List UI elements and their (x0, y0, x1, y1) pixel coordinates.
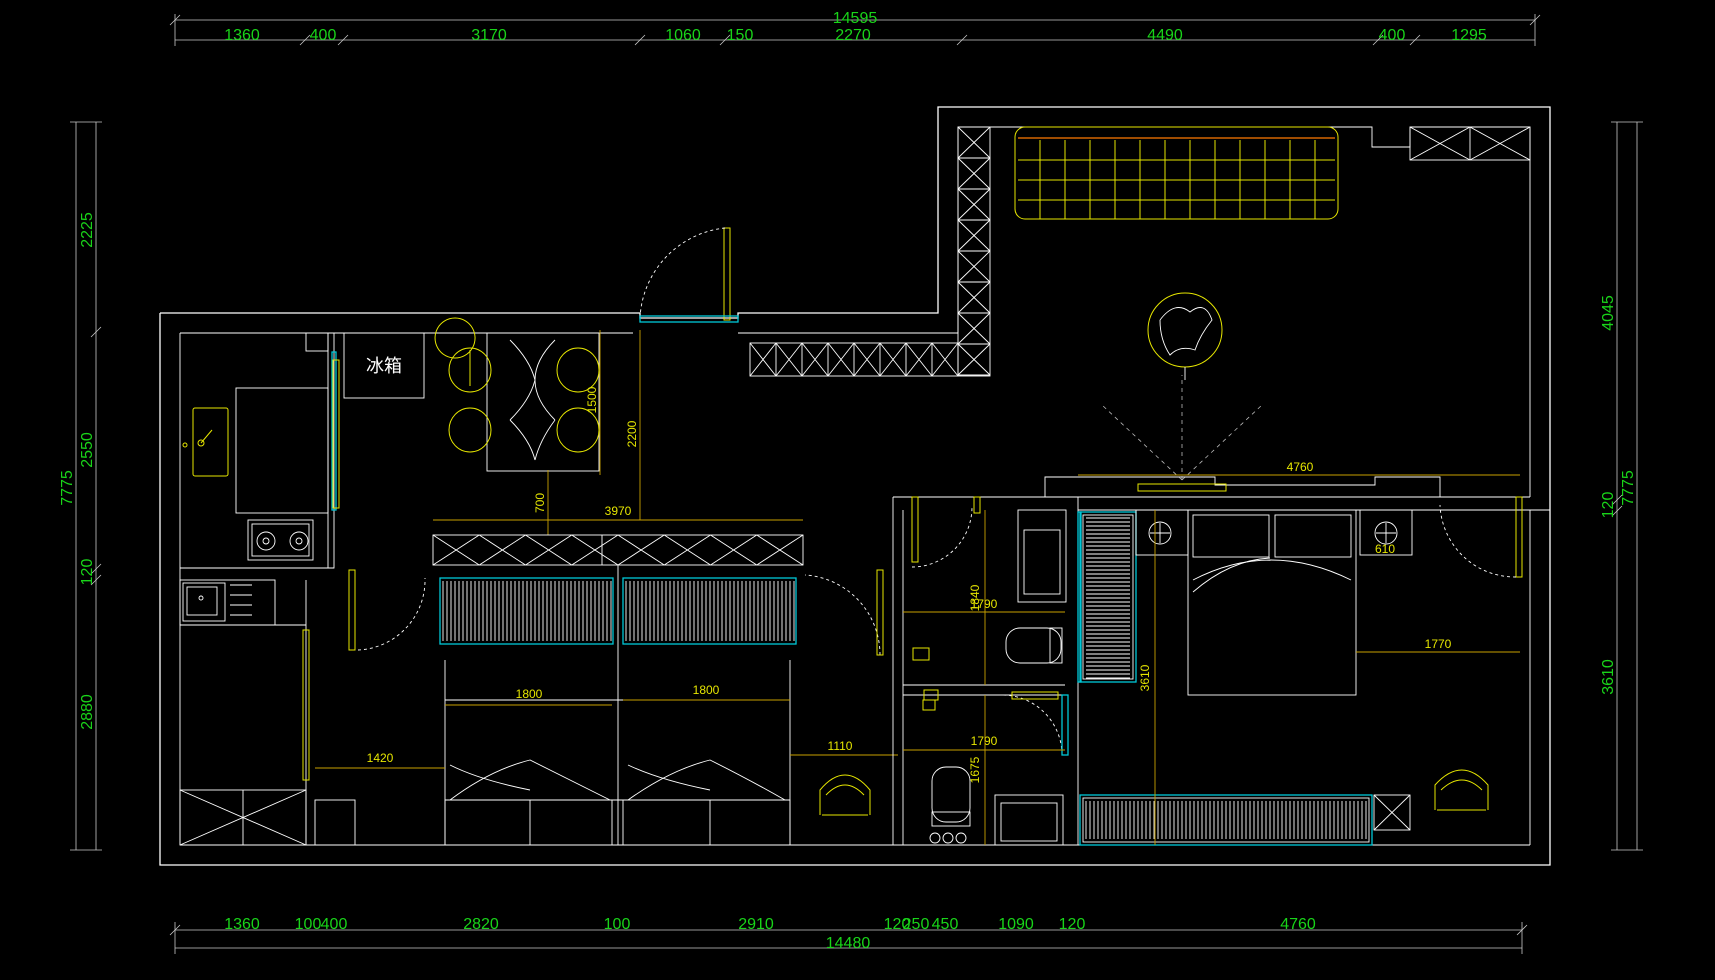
right-dimension-chain: 4045 120 3610 7775 (1600, 121, 1643, 851)
bed-icon (444, 759, 791, 846)
entry-door[interactable] (639, 227, 739, 323)
sink-icon (182, 407, 229, 477)
bottom-dim-12: 4760 (1280, 916, 1316, 933)
master-side-dim: 1770 (1425, 637, 1452, 651)
top-dimension-chain: 14595 1360 400 3170 1060 150 2270 4490 4… (169, 10, 1541, 46)
nightstand-dim: 610 (1375, 542, 1395, 556)
toilet-icon (929, 766, 971, 844)
left-dim-3: 120 (79, 559, 96, 586)
bottom-dim-10: 1090 (998, 916, 1034, 933)
bath-bottom-depth-dim: 1675 (968, 756, 982, 783)
bottom-dim-8: 250 (903, 916, 930, 933)
left-hall: 1420 (179, 579, 445, 846)
top-dim-3: 3170 (471, 27, 507, 44)
left-dimension-chain: 2225 2550 120 2880 7775 (59, 121, 102, 851)
top-dim-4: 1060 (665, 27, 701, 44)
right-dim-3: 3610 (1600, 659, 1617, 695)
bath-top-dim: 1790 (971, 597, 998, 611)
bottom-total-dim: 14480 (826, 935, 871, 952)
bottom-dimension-chain: 1360 100 400 2820 100 2910 120 250 450 1… (169, 916, 1528, 954)
sink-icon (182, 582, 252, 622)
bed-left-dim: 1800 (516, 687, 543, 701)
bottom-dim-5: 100 (604, 916, 631, 933)
bottom-dim-7: 120 (884, 916, 911, 933)
left-dim-2: 2550 (79, 432, 96, 468)
counter-gap-dim: 700 (533, 493, 547, 513)
bottom-dim-3: 400 (321, 916, 348, 933)
top-dim-5: 150 (727, 27, 754, 44)
top-dim-8: 400 (1379, 27, 1406, 44)
balcony-railing (749, 126, 991, 377)
lamp-icon (1135, 509, 1413, 556)
right-dim-2: 120 (1600, 492, 1617, 519)
right-total-dim: 7775 (1620, 470, 1637, 506)
sofa (1014, 126, 1339, 220)
desk-width-dim: 1110 (828, 739, 853, 753)
top-dim-1: 1360 (224, 27, 260, 44)
top-dim-6: 2270 (835, 27, 871, 44)
chair-icon (1434, 769, 1489, 811)
kitchen (180, 332, 340, 569)
bottom-dim-11: 120 (1059, 916, 1086, 933)
master-bedroom: 610 4760 3610 1770 (1044, 375, 1550, 846)
chair-icon (434, 317, 600, 461)
hall-left-dim: 1420 (367, 751, 394, 765)
fridge-label: 冰箱 (366, 356, 402, 376)
master-width-dim: 4760 (1287, 460, 1314, 474)
top-dim-2: 400 (310, 27, 337, 44)
left-dim-4: 2880 (79, 694, 96, 730)
bed-icon (1187, 509, 1357, 696)
bottom-dim-6: 2910 (738, 916, 774, 933)
master-depth-dim: 3610 (1138, 664, 1152, 691)
bottom-dim-9: 450 (932, 916, 959, 933)
chair-icon: 1110 (790, 739, 898, 816)
stove-icon (247, 519, 314, 561)
bed-right-dim: 1800 (693, 683, 720, 697)
dining-depth-dim: 1500 (585, 386, 599, 413)
bathrooms: 1790 1840 1790 1675 (892, 496, 1079, 846)
bottom-dim-1: 1360 (224, 916, 260, 933)
bottom-dim-4: 2820 (463, 916, 499, 933)
bath-bottom-dim: 1790 (971, 734, 998, 748)
top-dim-7: 4490 (1147, 27, 1183, 44)
bath-top-depth-dim: 1840 (968, 584, 982, 611)
dining-height-dim: 2200 (625, 420, 639, 447)
fridge-icon: 冰箱 (343, 332, 425, 399)
counter-width-dim: 3970 (605, 504, 632, 518)
toilet-icon (1005, 627, 1063, 664)
living-room (1014, 126, 1531, 380)
top-dim-9: 1295 (1451, 27, 1487, 44)
children-bedrooms: 1800 1800 (348, 565, 884, 846)
bottom-dim-2: 100 (295, 916, 322, 933)
right-dim-1: 4045 (1600, 295, 1617, 331)
coffee-table (1147, 292, 1223, 380)
counter-cabinet: 3970 (432, 504, 804, 566)
top-total-dim: 14595 (833, 10, 878, 27)
left-total-dim: 7775 (59, 470, 76, 506)
dining-table: 1500 2200 700 (434, 317, 641, 535)
left-dim-1: 2225 (79, 212, 96, 248)
